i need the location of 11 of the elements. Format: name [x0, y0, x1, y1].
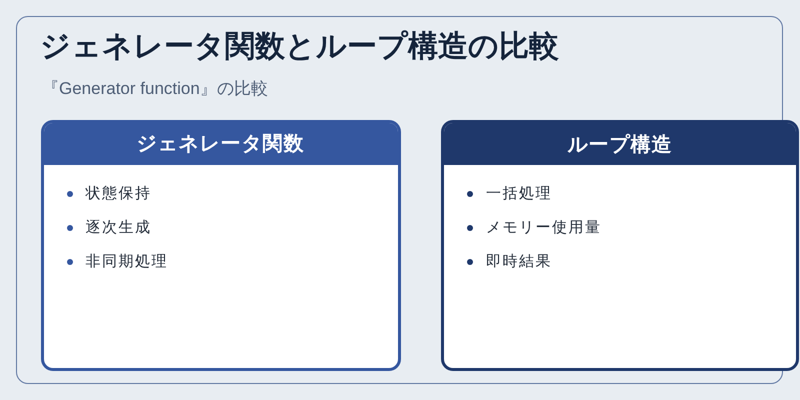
- list-item-text: 状態保持: [86, 184, 152, 202]
- list-item-text: メモリー使用量: [486, 219, 602, 237]
- list-item-text: 非同期処理: [86, 252, 168, 270]
- list-item-text: 即時結果: [486, 253, 552, 271]
- card-heading: ジェネレータ関数: [136, 132, 304, 157]
- title: ジェネレータ関数とループ構造の比較: [40, 29, 559, 65]
- comparison-card: [40, 120, 400, 370]
- list-item-text: 逐次生成: [86, 218, 152, 236]
- list-item-text: 一括処理: [486, 185, 552, 203]
- card-heading: ループ構造: [568, 132, 672, 158]
- subtitle: 『Generator function』の比較: [42, 79, 268, 100]
